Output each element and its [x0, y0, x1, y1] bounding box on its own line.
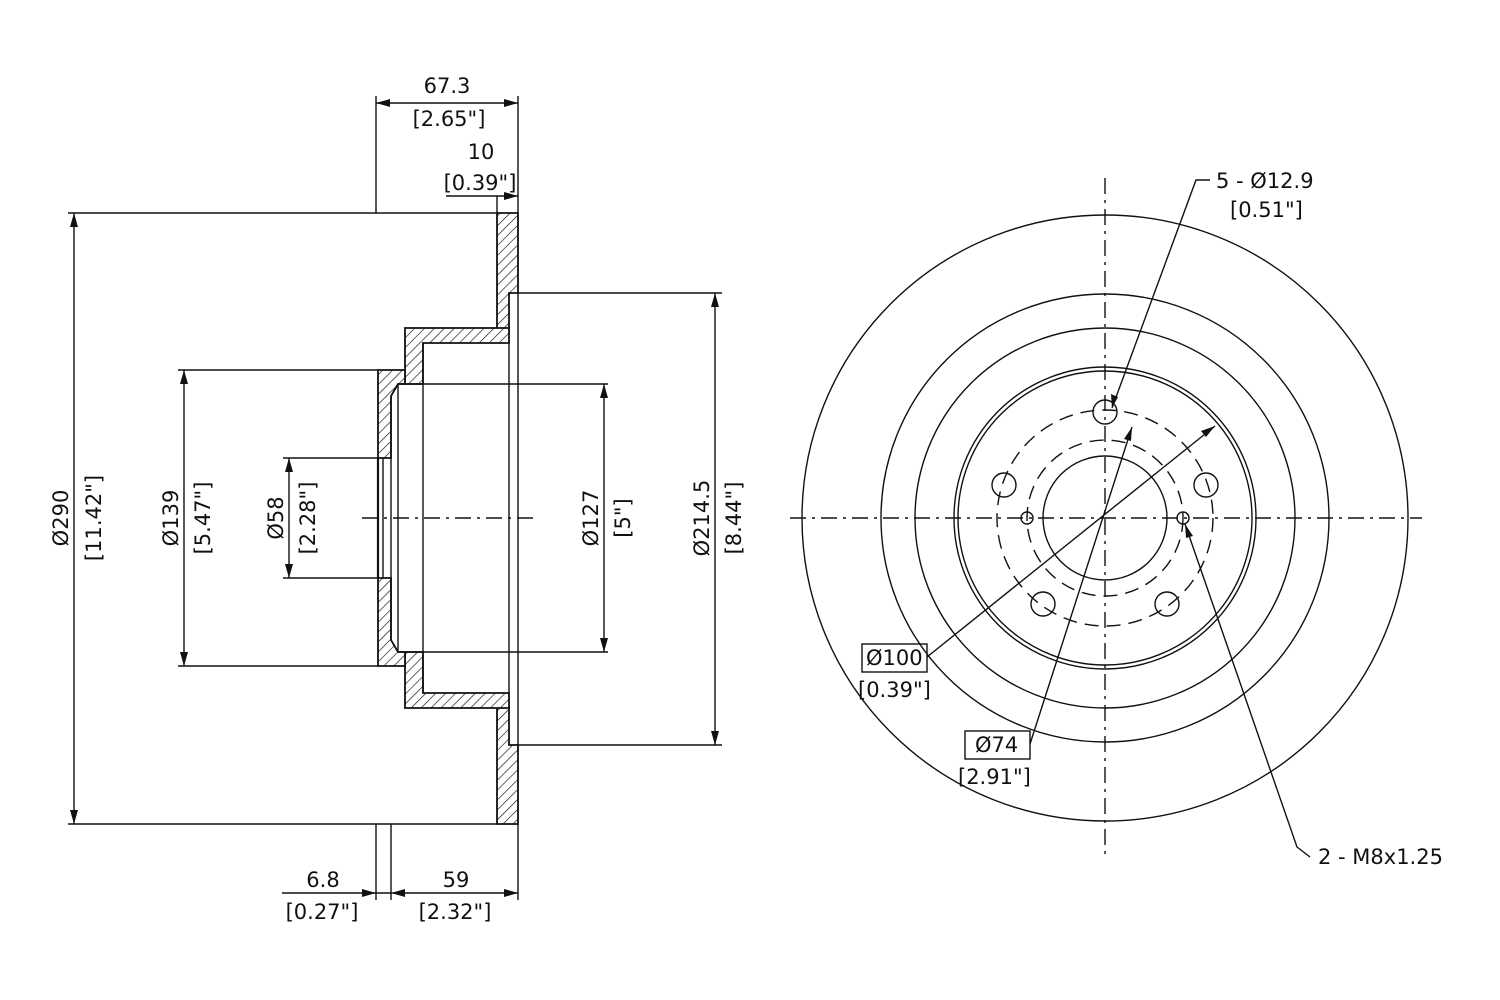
- center-bore-in: [2.28"]: [296, 482, 320, 555]
- lug-holes-in: [0.51"]: [1230, 198, 1303, 222]
- dim-center-bore: [285, 458, 293, 578]
- dim-hat-thickness: [282, 889, 405, 897]
- inner-diameter-mm: Ø214.5: [690, 480, 714, 557]
- hat-height-in: [2.32"]: [419, 900, 492, 924]
- dim-outer-diameter: [70, 213, 78, 824]
- hat-height-mm: 59: [443, 868, 470, 892]
- bolt-circle-mm: Ø127: [579, 490, 603, 547]
- friction-thickness-in: [0.39"]: [444, 171, 517, 195]
- front-view: 5 - Ø12.9 [0.51"] Ø100 [0.39"] Ø74 [2.91…: [790, 169, 1443, 869]
- hat-face-section: [377, 369, 406, 459]
- overall-width-mm: 67.3: [424, 74, 471, 98]
- lug-hole: [991, 472, 1017, 498]
- inner-diameter-in: [8.44"]: [722, 482, 746, 555]
- bolt-circle-in: [5"]: [611, 498, 635, 537]
- overall-width-in: [2.65"]: [413, 107, 486, 131]
- dim-friction-thickness: [446, 192, 518, 200]
- leader-lug-holes: [1111, 179, 1210, 409]
- leader-threaded-holes: [1184, 523, 1311, 858]
- leader-pcd: [926, 425, 1216, 658]
- dim-overall-width: [376, 99, 518, 107]
- outer-diameter-in: [11.42"]: [82, 475, 106, 561]
- outer-diameter-mm: Ø290: [49, 490, 73, 547]
- hat-wall-section-lower: [404, 651, 510, 709]
- hat-wall-section: [404, 327, 510, 385]
- dim-hat-height: [391, 889, 518, 897]
- pcd-in: [0.39"]: [858, 678, 931, 702]
- side-section-view: 67.3 [2.65"] 10 [0.39"] Ø290 [11.42"] Ø1…: [49, 74, 746, 924]
- lug-hole: [1193, 472, 1219, 498]
- hat-thickness-mm: 6.8: [306, 868, 339, 892]
- friction-ring-section: [496, 212, 519, 331]
- pilot-label-box: [964, 730, 1031, 760]
- pcd-label-box: [861, 643, 928, 673]
- pilot-mm: Ø74: [975, 733, 1018, 757]
- dim-inner-diameter: [711, 293, 719, 745]
- lug-hole: [1030, 591, 1056, 617]
- friction-thickness-mm: 10: [468, 140, 495, 164]
- lug-hole: [1154, 591, 1180, 617]
- pcd-mm: Ø100: [866, 646, 923, 670]
- hat-thickness-in: [0.27"]: [286, 900, 359, 924]
- hat-diameter-mm: Ø139: [159, 490, 183, 547]
- leader-pilot: [1029, 426, 1133, 745]
- hat-diameter-in: [5.47"]: [191, 482, 215, 555]
- friction-ring-section-lower: [496, 705, 519, 825]
- center-bore-mm: Ø58: [264, 496, 288, 539]
- dim-hat-diameter: [180, 370, 188, 666]
- dim-bolt-circle: [600, 384, 608, 652]
- pilot-in: [2.91"]: [958, 765, 1031, 789]
- threaded-holes-label: 2 - M8x1.25: [1318, 845, 1443, 869]
- lug-holes-mm: 5 - Ø12.9: [1216, 169, 1314, 193]
